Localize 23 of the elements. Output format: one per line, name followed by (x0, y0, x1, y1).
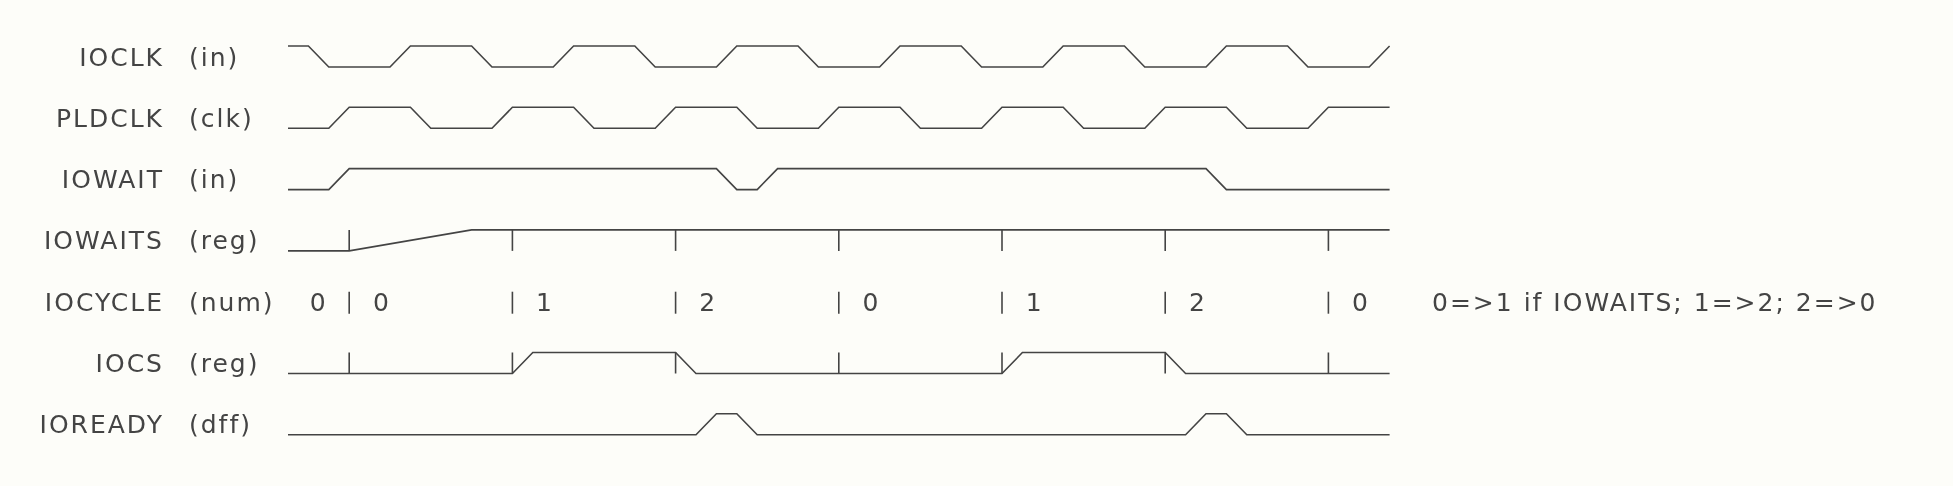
signal-type: (dff) (189, 411, 252, 437)
cycle-value: 1 (536, 289, 554, 315)
cycle-value: 2 (1188, 289, 1207, 315)
signal-name: PLDCLK (55, 105, 164, 131)
cycle-value: 2 (699, 289, 718, 315)
signal-name: IOWAIT (61, 166, 164, 192)
signal-name: IOREADY (39, 411, 164, 437)
cycle-value: 0 (1352, 289, 1370, 315)
signal-type: (in) (189, 44, 240, 69)
signal-name: IOCYCLE (44, 289, 164, 315)
signal-name: IOCS (95, 350, 164, 376)
signal-type: (in) (189, 166, 240, 192)
signal-type: (reg) (189, 227, 260, 253)
cycle-value: 1 (1025, 289, 1044, 315)
signal-name: IOCLK (79, 44, 164, 69)
signal-name: IOWAITS (43, 227, 164, 253)
signal-type: (reg) (189, 350, 260, 376)
cycle-value: 0 (372, 289, 391, 315)
cycle-value: 0 (309, 289, 328, 315)
signal-type: (clk) (189, 105, 254, 131)
state-transition-note: 0=>1 if IOWAITS; 1=>2; 2=>0 (1432, 289, 1878, 315)
cycle-value: 0 (862, 289, 881, 315)
signal-type: (num) (189, 289, 275, 315)
